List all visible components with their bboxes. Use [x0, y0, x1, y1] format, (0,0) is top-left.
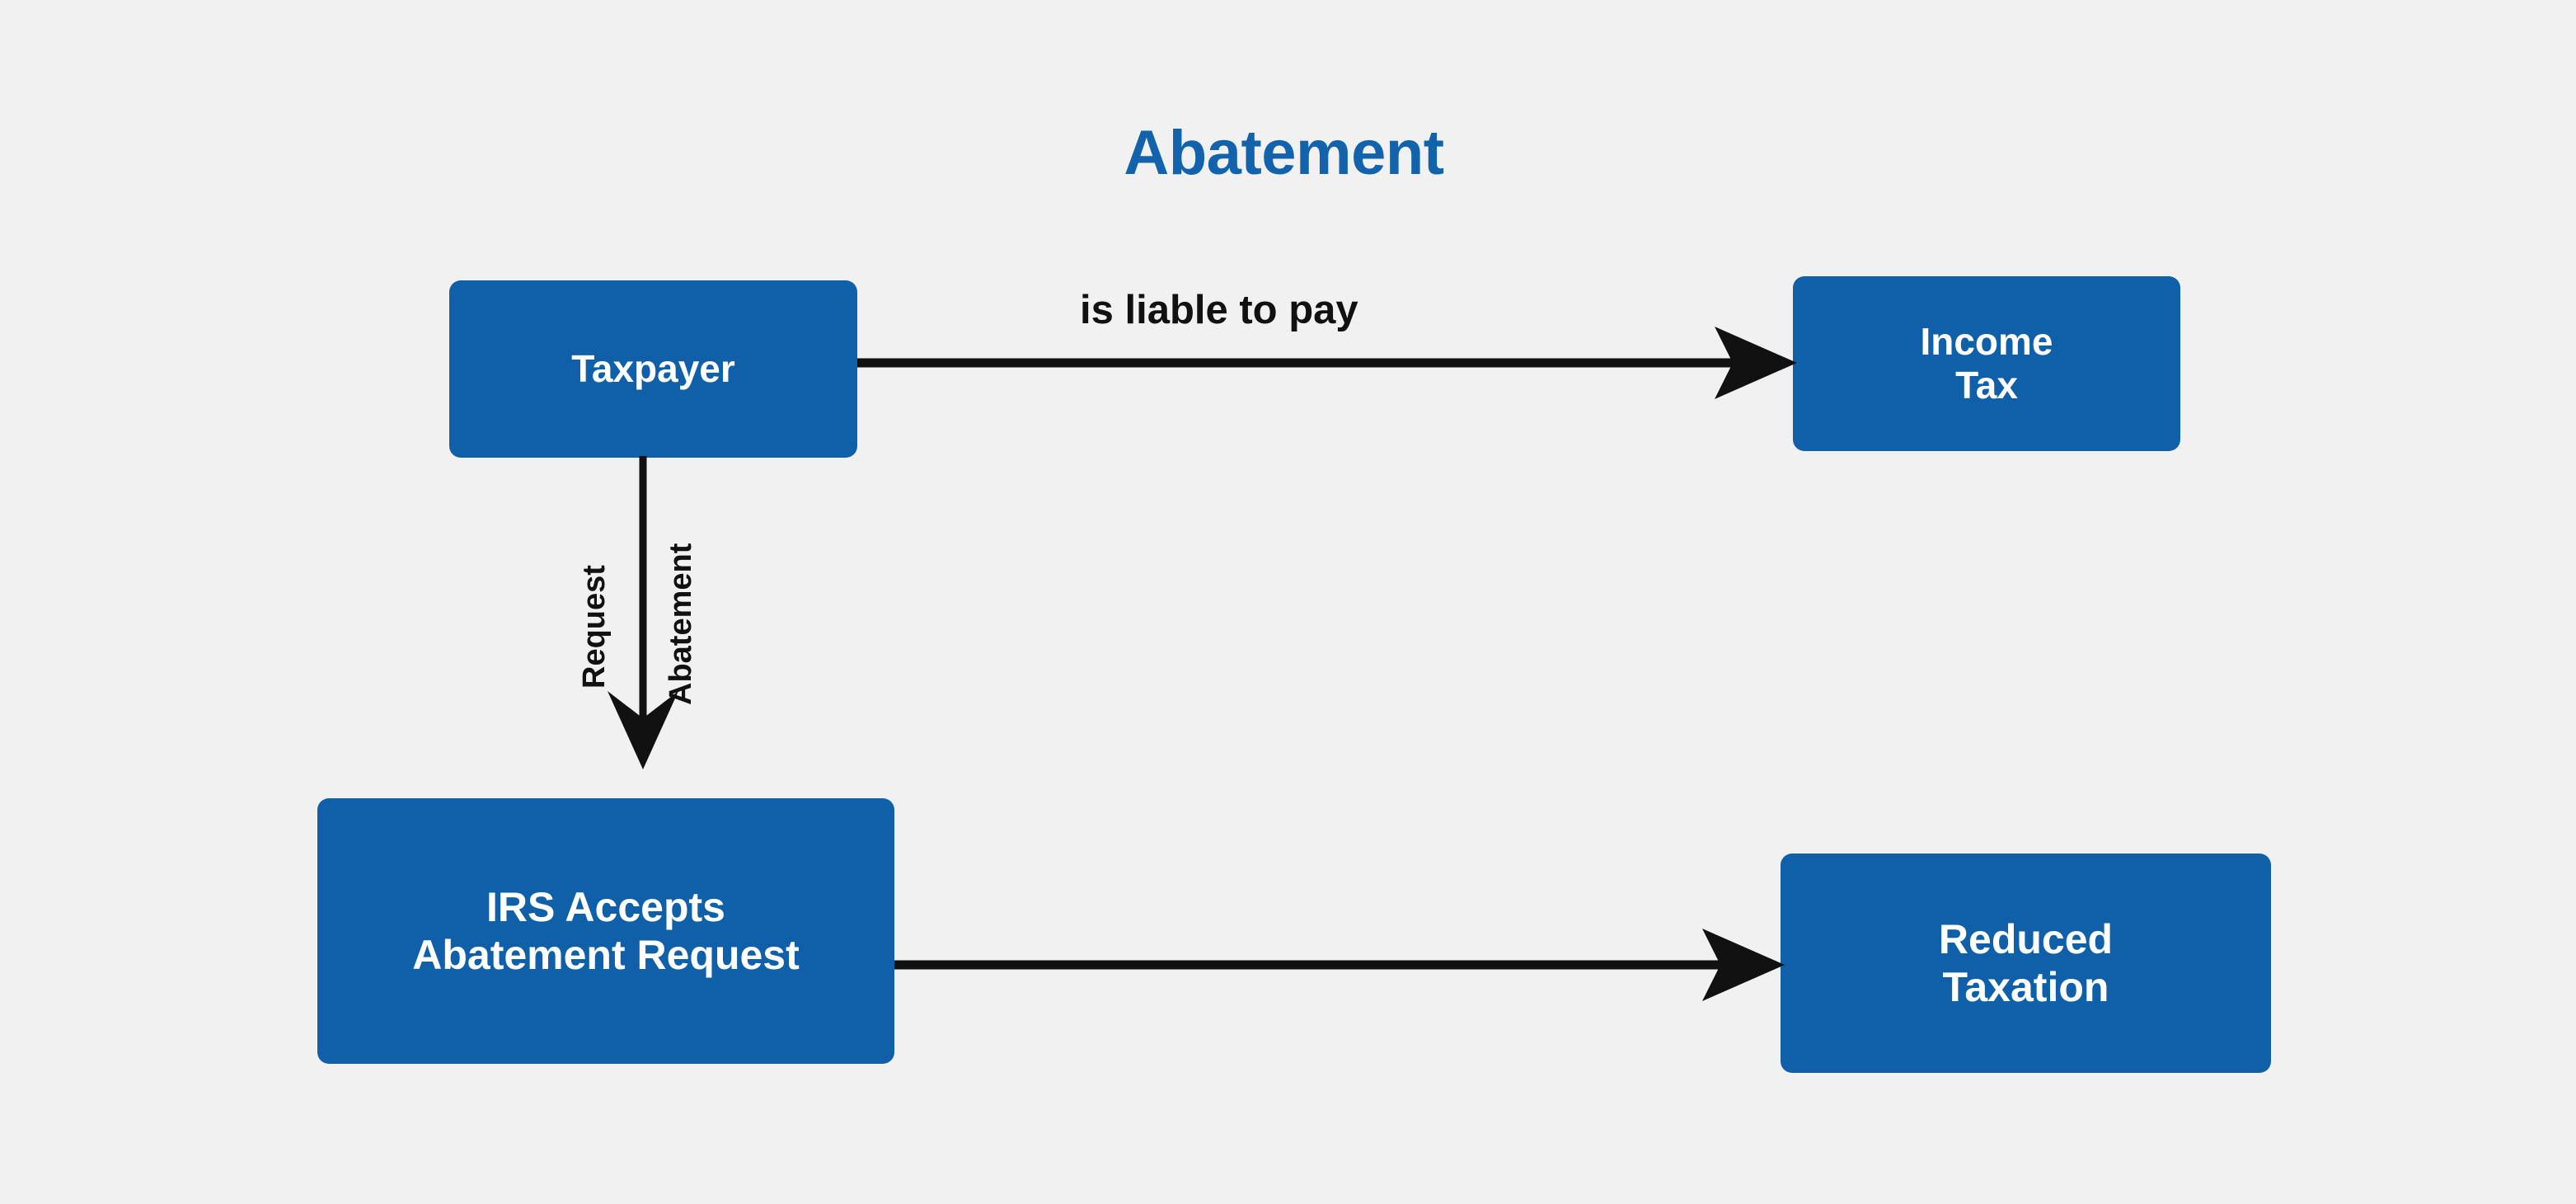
arrowhead-icon [1715, 327, 1797, 399]
page-title: Abatement [0, 122, 2576, 185]
node-income-tax-label: Income Tax [1920, 319, 2053, 407]
edge-label-is-liable-to-pay: is liable to pay [1080, 288, 1358, 332]
arrowhead-icon [1702, 929, 1785, 1001]
node-reduced-taxation[interactable]: Reduced Taxation [1781, 854, 2271, 1073]
node-income-tax[interactable]: Income Tax [1793, 276, 2180, 451]
page-title-text: Abatement [1124, 118, 1444, 188]
edge-label-abatement: Abatement [664, 543, 698, 705]
node-reduced-taxation-label: Reduced Taxation [1938, 916, 2114, 1010]
edge-label-request: Request [577, 565, 612, 689]
node-taxpayer[interactable]: Taxpayer [449, 280, 857, 458]
node-irs-accepts-label: IRS Accepts Abatement Request [412, 884, 800, 978]
node-taxpayer-label: Taxpayer [571, 346, 735, 390]
node-irs-accepts[interactable]: IRS Accepts Abatement Request [317, 798, 894, 1064]
edge-irs-to-reduced-taxation [894, 929, 1785, 1001]
